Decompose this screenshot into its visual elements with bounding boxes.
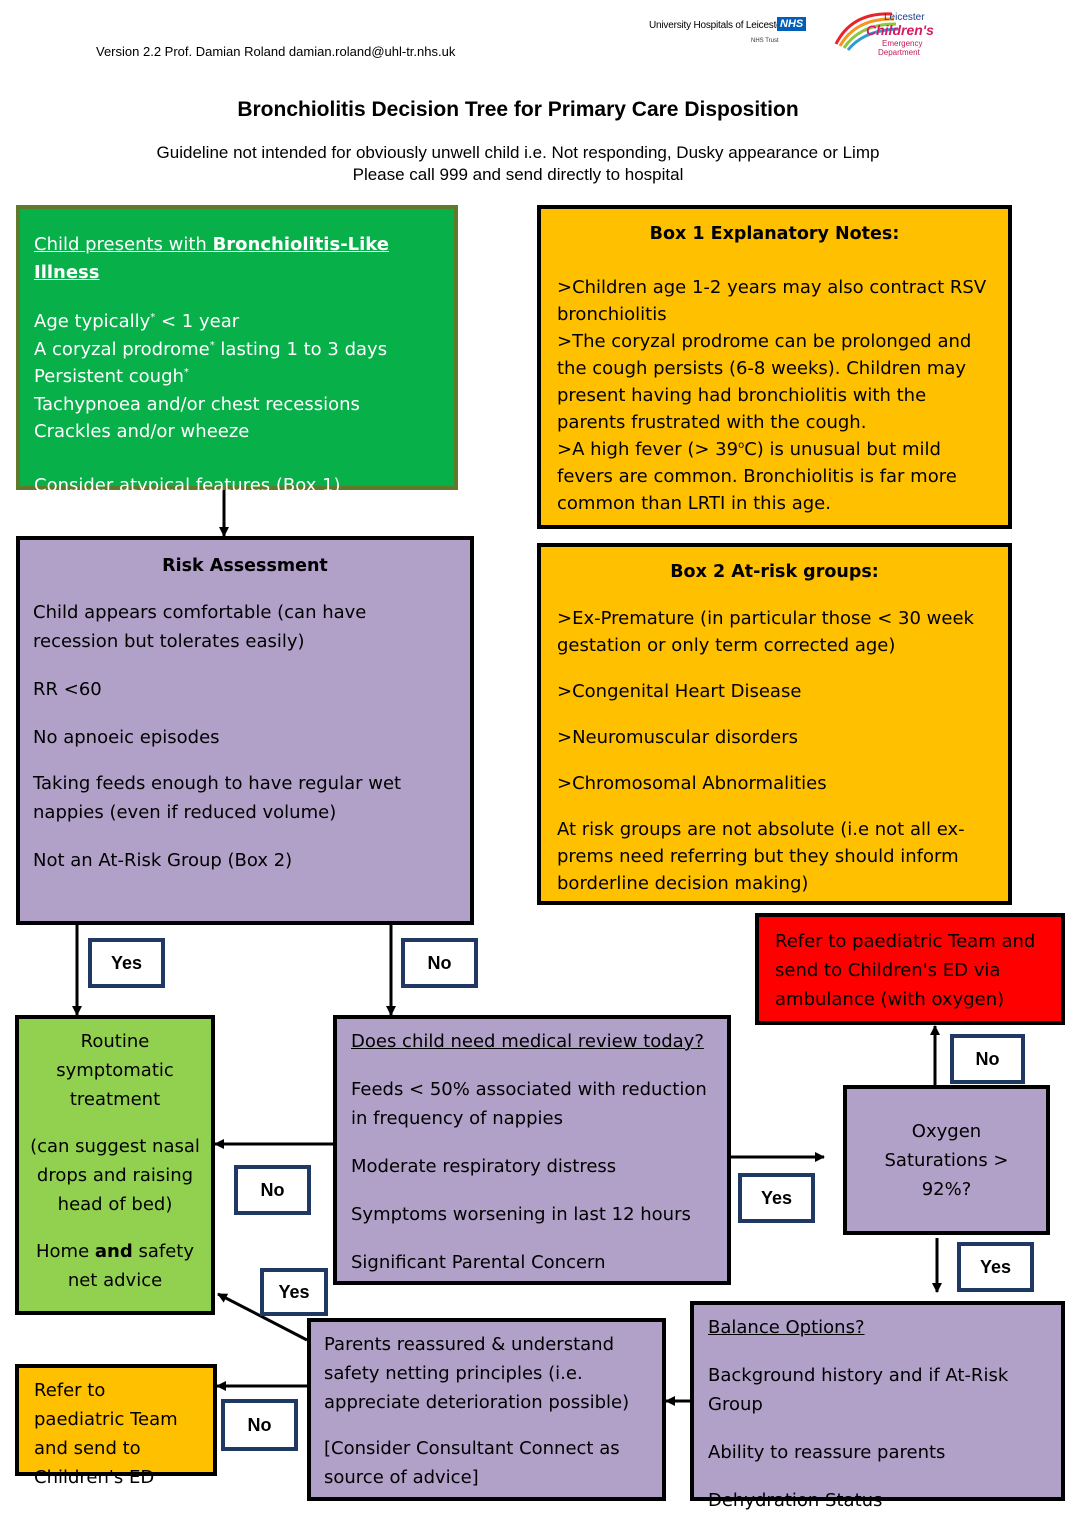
oxygen-text: Oxygen Saturations > 92%? — [884, 1120, 1009, 1200]
box2-item-3: >Neuromuscular disorders — [557, 727, 799, 748]
box2-item-4: >Chromosomal Abnormalities — [557, 773, 827, 794]
routine-line-2: (can suggest nasal drops and raising hea… — [30, 1136, 200, 1215]
balance-item-1: Background history and if At-Risk Group — [708, 1365, 1009, 1415]
routine-home-advice: Home and safety net advice — [35, 1241, 194, 1291]
balance-title: Balance Options? — [708, 1317, 865, 1338]
risk-item-4: Taking feeds enough to have regular wet … — [33, 773, 402, 823]
risk-item-5: Not an At-Risk Group (Box 2) — [33, 850, 293, 871]
refer-ed-text: Refer to paediatric Team and send to Chi… — [34, 1380, 178, 1488]
presentation-cough: Persistent cough* — [34, 366, 189, 387]
refer-ambulance-text: Refer to paediatric Team and send to Chi… — [775, 931, 1036, 1010]
routine-treatment-box: Routine symptomatic treatment (can sugge… — [15, 1015, 215, 1315]
box1-note-1: >Children age 1-2 years may also contrac… — [557, 277, 987, 325]
presentation-coryzal: A coryzal prodrome* lasting 1 to 3 days — [34, 338, 388, 360]
label-no-review: No — [234, 1165, 311, 1215]
review-item-4: Significant Parental Concern — [351, 1252, 606, 1273]
subtitle-line-1: Guideline not intended for obviously unw… — [156, 143, 880, 162]
presentation-box: Child presents with Bronchiolitis-Like I… — [16, 205, 458, 496]
box2-item-2: >Congenital Heart Disease — [557, 681, 802, 702]
nhs-badge: NHS — [777, 17, 807, 31]
medical-review-box: Does child need medical review today? Fe… — [333, 1015, 731, 1285]
box2-item-1: >Ex-Premature (in particular those < 30 … — [557, 608, 974, 656]
presentation-age: Age typically* < 1 year — [34, 311, 240, 332]
oxygen-saturation-box: Oxygen Saturations > 92%? — [843, 1085, 1050, 1235]
box1-explanatory-notes: Box 1 Explanatory Notes: >Children age 1… — [537, 205, 1012, 529]
label-no-risk: No — [401, 938, 478, 988]
label-yes-parents: Yes — [260, 1268, 328, 1316]
uhl-logo-text: University Hospitals of Leicester — [649, 20, 785, 31]
label-no-parents: No — [221, 1399, 298, 1451]
parents-reassured-box: Parents reassured & understand safety ne… — [307, 1318, 666, 1501]
box1-title: Box 1 Explanatory Notes: — [649, 224, 900, 244]
label-no-oxygen: No — [950, 1034, 1025, 1084]
presentation-heading: Child presents with Bronchiolitis-Like I… — [34, 234, 389, 283]
logo-text-leicester: Leicester — [884, 12, 925, 23]
presentation-tachypnoea: Tachypnoea and/or chest recessions — [34, 393, 360, 415]
box2-title: Box 2 At-risk groups: — [670, 562, 879, 582]
review-title: Does child need medical review today? — [351, 1031, 704, 1052]
uhl-logo: University Hospitals of Leicester NHS NH… — [645, 14, 810, 48]
box1-note-2: >The coryzal prodrome can be prolonged a… — [557, 331, 972, 433]
balance-options-box: Balance Options? Background history and … — [690, 1301, 1065, 1511]
arrow-parents-yes-to-routine — [217, 1292, 308, 1342]
logo-text-childrens: Children's — [866, 22, 934, 38]
label-yes-review: Yes — [738, 1173, 815, 1223]
page-title: Bronchiolitis Decision Tree for Primary … — [237, 98, 799, 121]
review-item-2: Moderate respiratory distress — [351, 1156, 617, 1177]
presentation-consider: Consider atypical features (Box 1) — [34, 474, 341, 496]
review-item-3: Symptoms worsening in last 12 hours — [351, 1204, 691, 1225]
logo-text-emergency: Emergency — [882, 39, 923, 48]
balance-item-3: Dehydration Status — [708, 1490, 883, 1511]
box1-note-3: >A high fever (> 39oC) is unusual but mi… — [557, 439, 957, 514]
box2-item-5: At risk groups are not absolute (i.e not… — [557, 819, 965, 894]
label-yes-oxygen: Yes — [957, 1242, 1034, 1292]
balance-item-2: Ability to reassure parents — [708, 1442, 946, 1463]
refer-ed-box: Refer to paediatric Team and send to Chi… — [15, 1364, 217, 1488]
rainbow-swoosh-icon — [834, 12, 899, 51]
nhs-trust-text: NHS Trust — [751, 38, 779, 44]
review-item-1: Feeds < 50% associated with reduction in… — [351, 1079, 707, 1129]
presentation-crackles: Crackles and/or wheeze — [34, 421, 250, 442]
leicester-childrens-logo: Leicester Children's Emergency Departmen… — [832, 6, 934, 60]
label-yes-risk: Yes — [88, 938, 165, 988]
box2-at-risk-groups: Box 2 At-risk groups: >Ex-Premature (in … — [537, 543, 1012, 905]
risk-item-2: RR <60 — [33, 679, 102, 700]
routine-line-1: Routine symptomatic treatment — [56, 1031, 174, 1110]
risk-title: Risk Assessment — [162, 556, 328, 576]
risk-item-3: No apnoeic episodes — [33, 727, 220, 748]
version-text: Version 2.2 Prof. Damian Roland damian.r… — [96, 44, 456, 59]
parents-line-1: Parents reassured & understand safety ne… — [324, 1334, 630, 1413]
subtitle-line-2: Please call 999 and send directly to hos… — [352, 165, 684, 184]
risk-item-1: Child appears comfortable (can have rece… — [33, 602, 367, 652]
logo-text-department: Department — [878, 48, 920, 57]
refer-ambulance-box: Refer to paediatric Team and send to Chi… — [755, 913, 1065, 1025]
parents-line-2: [Consider Consultant Connect as source o… — [324, 1438, 620, 1488]
risk-assessment-box: Risk Assessment Child appears comfortabl… — [16, 536, 474, 925]
